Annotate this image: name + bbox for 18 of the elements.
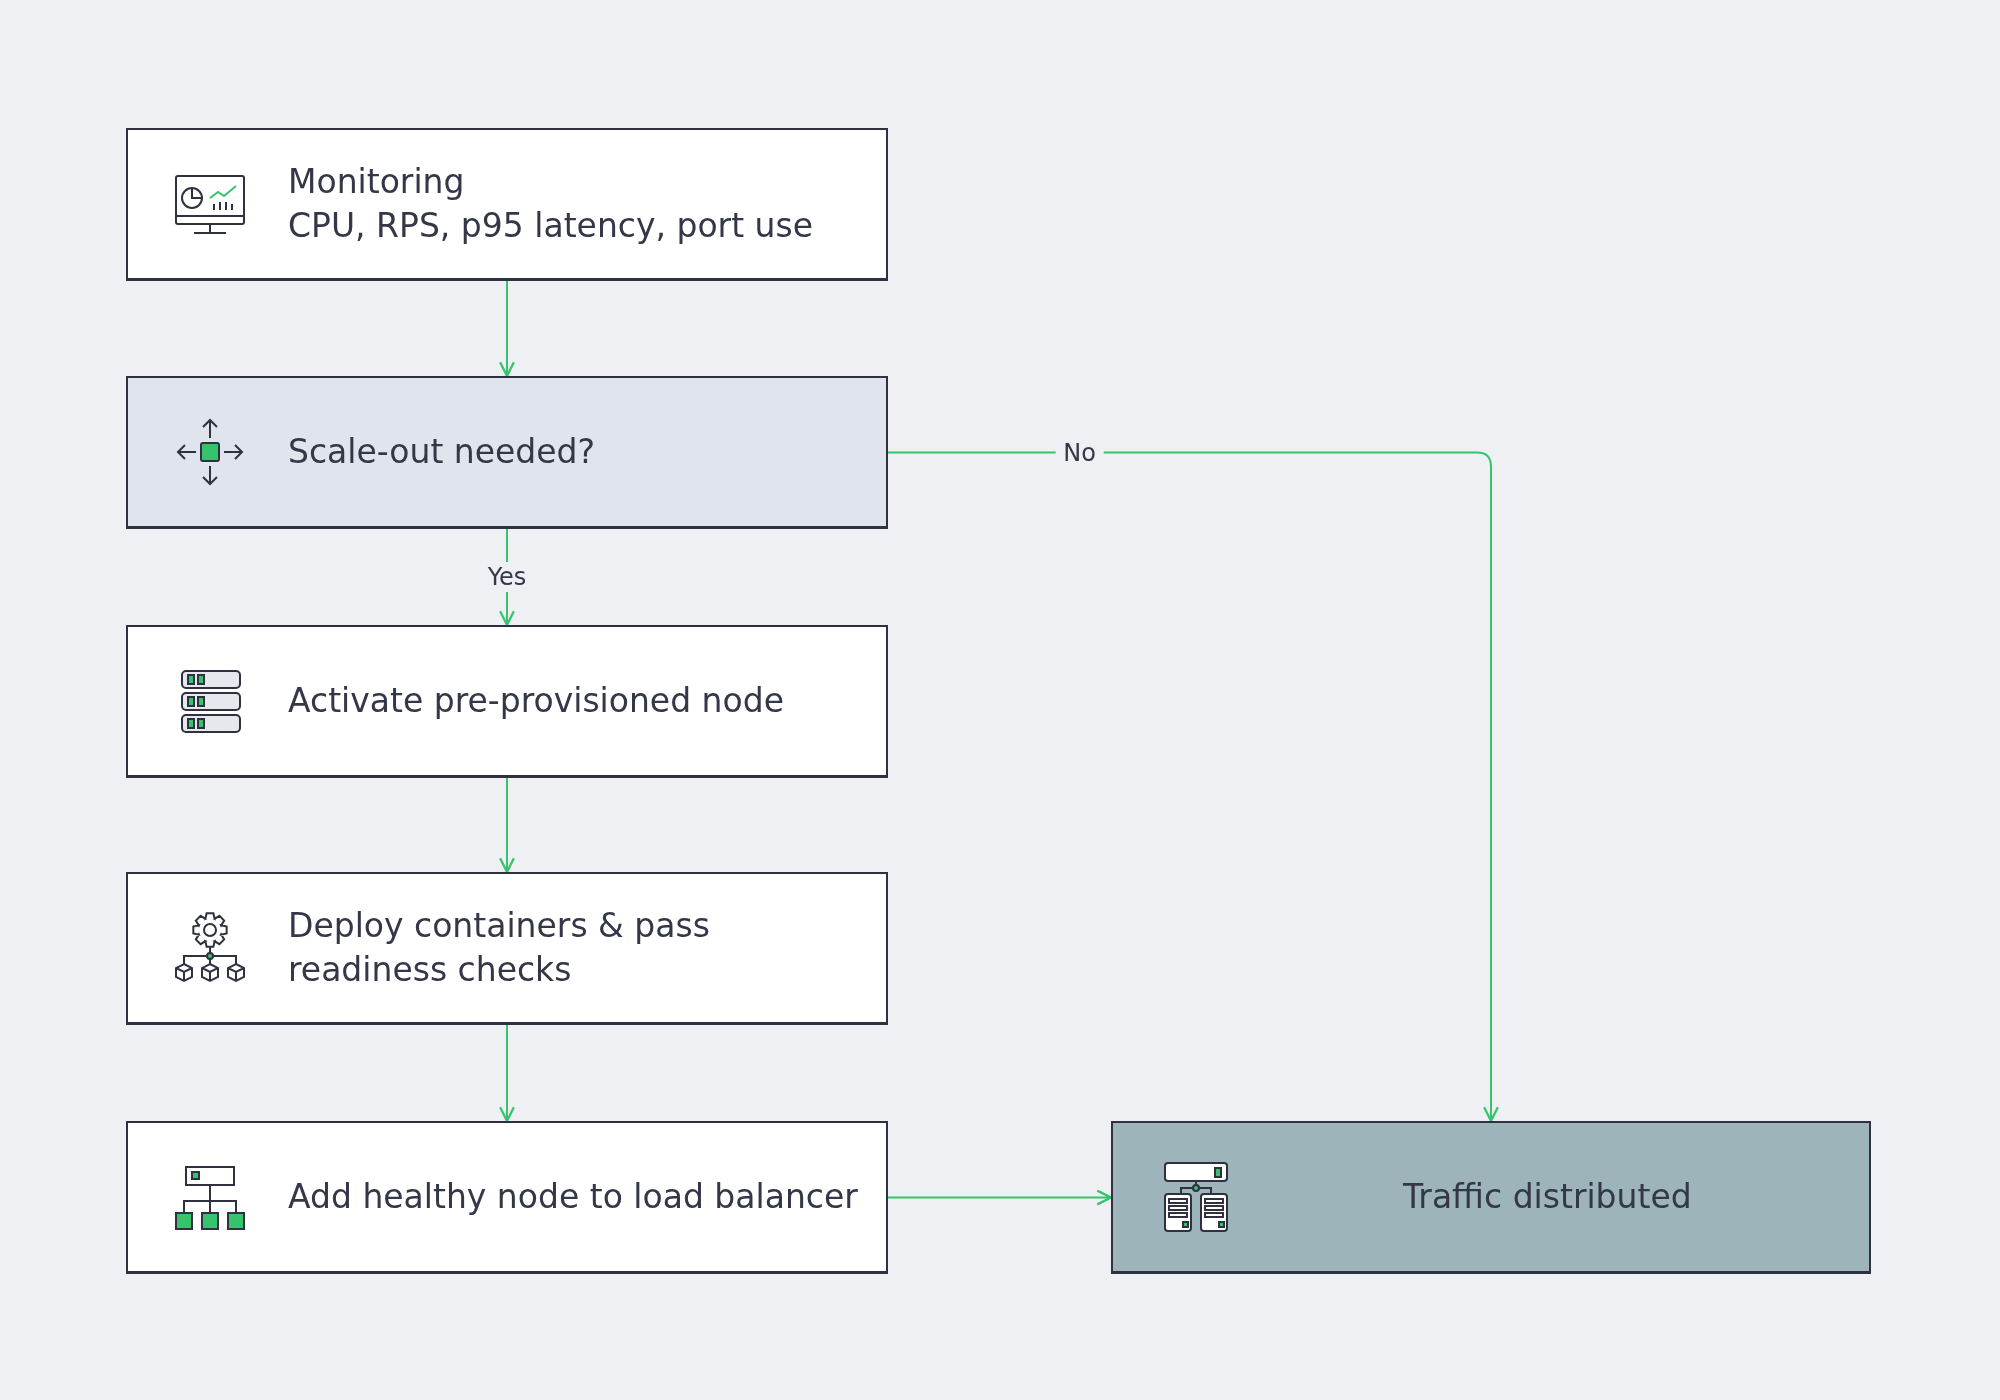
node-label: Activate pre-provisioned node — [288, 680, 785, 722]
node-label: Add healthy node to load balancer — [288, 1176, 859, 1218]
arrow — [499, 280, 515, 378]
node-label: Deploy containers & pass readiness checks — [288, 905, 711, 991]
process-box — [126, 128, 888, 281]
process-box — [126, 1121, 888, 1274]
arrow — [499, 777, 515, 874]
arrow — [499, 1024, 515, 1123]
node-title: Monitoring — [288, 161, 466, 203]
process-box — [1111, 1121, 1871, 1274]
node-label: Traffic distributed — [1403, 1176, 1693, 1218]
arrow — [887, 451, 1499, 1123]
process-box — [126, 872, 888, 1025]
process-box — [126, 625, 888, 778]
arrow — [887, 1189, 1113, 1206]
decision-box — [126, 376, 888, 529]
node-label: Scale-out needed? — [288, 431, 597, 473]
node-subtitle: CPU, RPS, p95 latency, port use — [288, 205, 814, 247]
